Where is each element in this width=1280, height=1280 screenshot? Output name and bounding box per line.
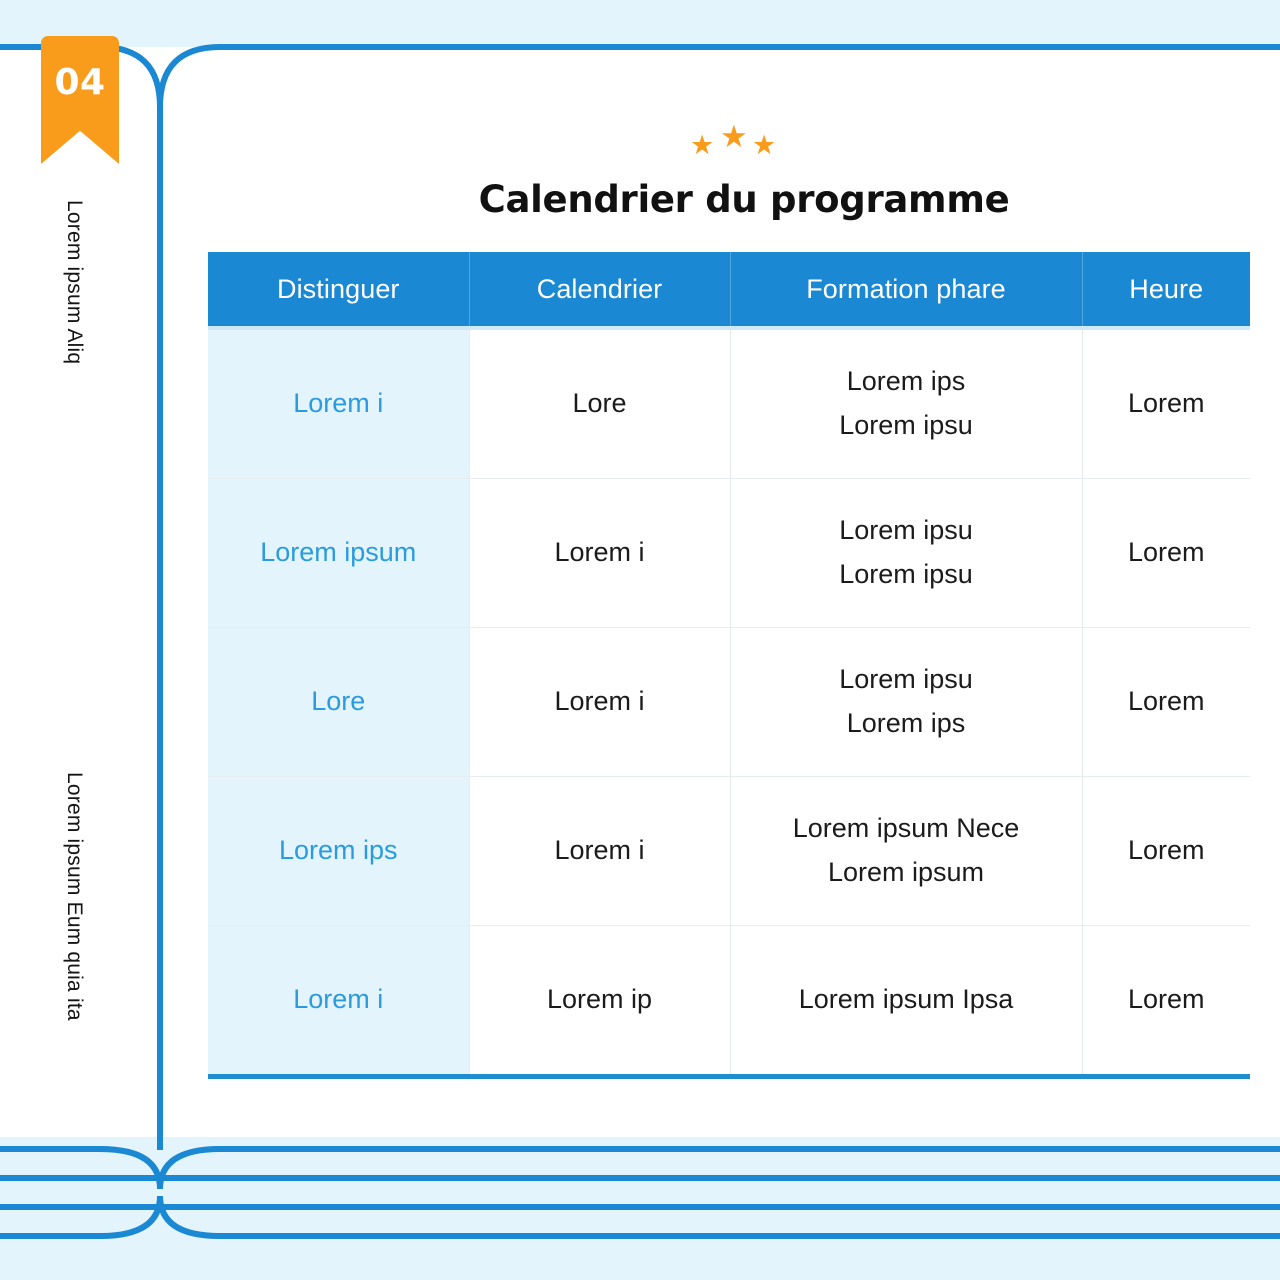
cell-distinguer: Lorem ipsum <box>208 478 470 628</box>
table-row: Lorem i Lore Lorem ips Lorem ipsu Lorem <box>208 326 1250 479</box>
column-header-distinguer[interactable]: Distinguer <box>208 252 470 330</box>
table-row: Lorem ips Lorem i Lorem ipsum Nece Lorem… <box>208 776 1250 926</box>
cell-calendrier: Lorem ip <box>469 925 731 1079</box>
cell-distinguer: Lorem i <box>208 326 470 479</box>
cell-formation-phare: Lorem ipsum Nece Lorem ipsum <box>730 776 1083 926</box>
column-header-formation-phare[interactable]: Formation phare <box>730 252 1083 330</box>
schedule-table: Distinguer Calendrier Formation phare He… <box>208 252 1250 1079</box>
cell-heure: Lorem <box>1082 925 1250 1079</box>
cell-calendrier: Lorem i <box>469 776 731 926</box>
star-icon-middle: ★ <box>720 119 748 154</box>
cell-distinguer: Lorem i <box>208 925 470 1079</box>
cell-distinguer: Lorem ips <box>208 776 470 926</box>
cell-formation-line-1: Lorem ipsum Ipsa <box>798 984 1014 1015</box>
page-title: Calendrier du programme <box>478 178 1010 221</box>
cell-formation-phare: Lorem ipsu Lorem ipsu <box>730 478 1083 628</box>
cell-formation-line-2: Lorem ipsum <box>827 857 985 887</box>
star-icon-right: ★ <box>752 130 777 160</box>
schedule-table-container: Distinguer Calendrier Formation phare He… <box>208 252 1250 1079</box>
side-label-top: Lorem ipsum Aliq <box>63 200 86 365</box>
column-header-calendrier[interactable]: Calendrier <box>469 252 731 330</box>
cell-heure: Lorem <box>1082 326 1250 479</box>
cell-formation-line-2: Lorem ips <box>846 708 966 738</box>
cell-formation-phare: Lorem ips Lorem ipsu <box>730 326 1083 479</box>
cell-formation-phare: Lorem ipsu Lorem ips <box>730 627 1083 777</box>
stars-decoration: ★ ★ ★ <box>690 119 786 160</box>
table-header-row: Distinguer Calendrier Formation phare He… <box>208 252 1250 330</box>
cell-calendrier: Lorem i <box>469 627 731 777</box>
cell-formation-line-1: Lorem ips <box>846 366 966 397</box>
cell-formation-line-1: Lorem ipsum Nece <box>792 813 1020 844</box>
table-row: Lore Lorem i Lorem ipsu Lorem ips Lorem <box>208 627 1250 777</box>
cell-formation-line-2: Lorem ipsu <box>839 410 973 440</box>
cell-formation-line-2: Lorem ipsu <box>839 559 973 589</box>
cell-calendrier: Lorem i <box>469 478 731 628</box>
cell-formation-line-1: Lorem ipsu <box>839 664 973 695</box>
column-header-heure[interactable]: Heure <box>1082 252 1250 330</box>
table-row: Lorem ipsum Lorem i Lorem ipsu Lorem ips… <box>208 478 1250 628</box>
cell-calendrier: Lore <box>469 326 731 479</box>
side-label-bottom: Lorem ipsum Eum quia ita <box>63 772 86 1021</box>
table-header: Distinguer Calendrier Formation phare He… <box>208 252 1250 330</box>
table-row: Lorem i Lorem ip Lorem ipsum Ipsa Lorem <box>208 925 1250 1079</box>
cell-heure: Lorem <box>1082 776 1250 926</box>
section-number-label: 04 <box>54 62 106 103</box>
cell-distinguer: Lore <box>208 627 470 777</box>
cell-formation-phare: Lorem ipsum Ipsa <box>730 925 1083 1079</box>
star-icon-left: ★ <box>690 130 715 160</box>
cell-heure: Lorem <box>1082 627 1250 777</box>
cell-formation-line-1: Lorem ipsu <box>839 515 973 546</box>
table-body: Lorem i Lore Lorem ips Lorem ipsu Lorem … <box>208 326 1250 1079</box>
cell-heure: Lorem <box>1082 478 1250 628</box>
